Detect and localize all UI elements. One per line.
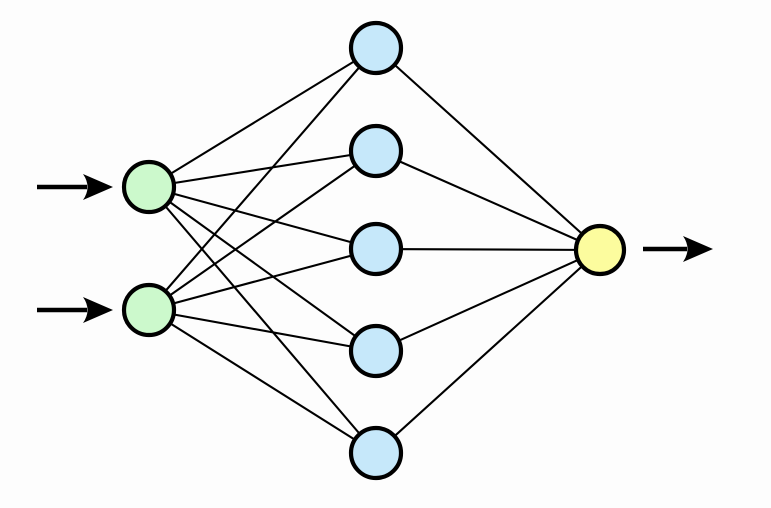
- nodes-group: [121, 20, 627, 481]
- edge-i2-h5: [147, 308, 378, 455]
- hidden-layer-node-3[interactable]: [348, 221, 404, 277]
- edge-i1-h3: [147, 185, 378, 251]
- hidden-layer-node-2[interactable]: [348, 123, 404, 179]
- output-arrow-head-icon: [683, 236, 713, 262]
- output-arrow: [643, 236, 713, 262]
- input-arrow-1-head-icon: [83, 174, 113, 200]
- edge-h3-o1: [374, 247, 602, 252]
- edge-h5-o1: [374, 248, 602, 455]
- edge-i2-h1: [147, 46, 378, 312]
- edge-i1-h4: [147, 185, 378, 353]
- input-arrow-2-head-icon: [83, 297, 113, 323]
- edge-h1-o1: [374, 46, 602, 252]
- input-arrow-2: [37, 297, 113, 323]
- output-layer-node-1[interactable]: [573, 223, 627, 277]
- hidden-layer-node-5[interactable]: [348, 425, 404, 481]
- edge-h4-o1: [374, 248, 602, 353]
- edge-h2-o1: [374, 149, 602, 252]
- hidden-layer-node-4[interactable]: [348, 323, 404, 379]
- edge-i1-h1: [147, 46, 378, 189]
- hidden-layer-node-1[interactable]: [348, 20, 404, 76]
- input-arrow-1: [37, 174, 113, 200]
- input-layer-node-2[interactable]: [121, 282, 177, 338]
- io-arrows-group: [37, 174, 713, 323]
- edge-i2-h3: [147, 247, 378, 312]
- edge-i1-h2: [147, 149, 378, 189]
- edge-i2-h2: [147, 149, 378, 312]
- edge-i2-h4: [147, 308, 378, 353]
- edge-i1-h5: [147, 185, 378, 455]
- input-layer-node-1[interactable]: [121, 159, 177, 215]
- edges-group: [147, 46, 602, 455]
